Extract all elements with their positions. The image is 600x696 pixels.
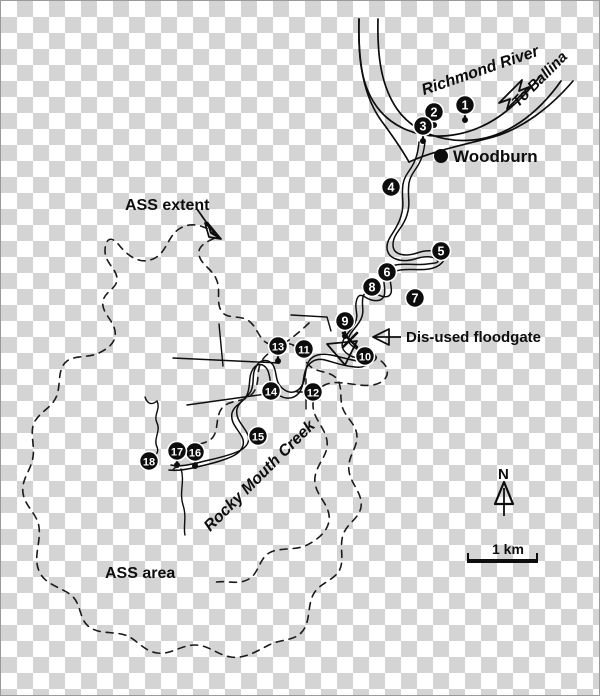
site-marker-number: 1 [462, 98, 469, 112]
site-marker-disc [302, 381, 324, 403]
site-marker-disc [354, 345, 376, 367]
site-marker-disc [334, 310, 356, 332]
site-marker-disc [380, 176, 402, 198]
site-marker-13[interactable]: 13 [267, 335, 289, 365]
label-scale-bar: 1 km [492, 541, 524, 557]
site-marker-tip-dot [192, 463, 198, 469]
site-marker-number: 4 [388, 180, 395, 194]
site-marker-tip-dot [174, 462, 180, 468]
site-marker-disc [293, 338, 315, 360]
site-marker-number: 2 [431, 105, 438, 119]
site-marker-12[interactable]: 12 [302, 381, 324, 403]
label-woodburn: Woodburn [453, 147, 538, 166]
site-marker-7[interactable]: 7 [404, 287, 426, 309]
site-marker-disc [423, 101, 445, 123]
site-marker-5[interactable]: 5 [430, 240, 452, 262]
site-marker-1[interactable]: 1 [454, 94, 476, 124]
label-disused-floodgate: Dis-used floodgate [406, 329, 542, 346]
site-marker-tip-dot [342, 333, 348, 339]
site-marker-8[interactable]: 8 [361, 276, 383, 298]
site-marker-disc [430, 240, 452, 262]
site-marker-disc [138, 450, 160, 472]
site-marker-disc [247, 425, 269, 447]
site-marker-3[interactable]: 3 [412, 115, 434, 145]
ass-extent-pointer-icon [196, 208, 222, 240]
site-marker-number: 13 [272, 341, 284, 353]
site-marker-tip-dot [462, 117, 468, 123]
site-marker-tip-dot [420, 138, 426, 144]
woodburn-town-dot [434, 149, 448, 163]
site-marker-disc [166, 440, 188, 462]
north-arrow-icon [493, 480, 515, 516]
site-marker-number: 10 [359, 351, 371, 363]
site-marker-number: 7 [412, 291, 419, 305]
floodgate-pond [326, 340, 358, 366]
site-marker-number: 18 [143, 456, 155, 468]
site-marker-15[interactable]: 15 [247, 425, 269, 447]
site-marker-disc [404, 287, 426, 309]
site-marker-number: 17 [171, 446, 183, 458]
site-marker-disc [361, 276, 383, 298]
site-marker-number: 9 [342, 314, 349, 328]
ass-extent-boundary [21, 224, 362, 659]
site-marker-disc [454, 94, 476, 116]
site-marker-disc [376, 261, 398, 283]
site-marker-disc [412, 115, 434, 137]
site-marker-number: 11 [298, 344, 310, 356]
disused-floodgate-pointer-icon [372, 328, 401, 346]
richmond-river-banks [357, 18, 574, 163]
site-marker-number: 15 [252, 431, 264, 443]
site-marker-disc [260, 380, 282, 402]
site-marker-number: 5 [438, 244, 445, 258]
site-marker-number: 3 [420, 119, 427, 133]
site-marker-disc [267, 335, 289, 357]
site-marker-number: 12 [307, 387, 319, 399]
site-marker-18[interactable]: 18 [138, 450, 160, 472]
site-marker-4[interactable]: 4 [380, 176, 402, 198]
site-marker-number: 6 [384, 265, 391, 279]
site-marker-10[interactable]: 10 [354, 345, 376, 367]
to-ballina-arrow-icon [498, 79, 530, 110]
site-marker-2[interactable]: 2 [423, 101, 445, 129]
site-marker-number: 14 [265, 386, 278, 398]
site-marker-14[interactable]: 14 [260, 380, 282, 402]
label-ass-area: ASS area [105, 565, 176, 582]
site-marker-9[interactable]: 9 [334, 310, 356, 340]
site-marker-number: 8 [369, 280, 376, 294]
label-north: N [498, 466, 509, 483]
site-marker-17[interactable]: 17 [166, 440, 188, 469]
site-marker-6[interactable]: 6 [376, 261, 398, 283]
site-marker-16[interactable]: 16 [184, 441, 206, 470]
site-marker-tip-dot [275, 358, 281, 364]
scale-bar-icon [467, 553, 538, 563]
site-marker-11[interactable]: 11 [293, 338, 315, 360]
site-marker-number: 16 [189, 447, 201, 459]
label-ass-extent: ASS extent [125, 197, 210, 214]
